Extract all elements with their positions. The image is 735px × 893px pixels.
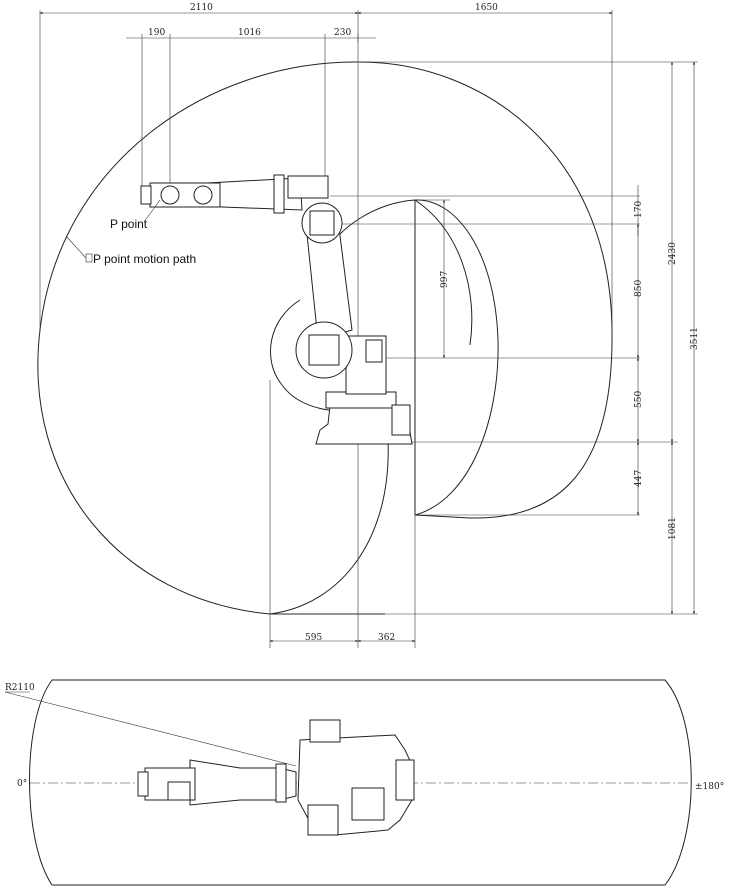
- robot-top-motor: [351, 787, 385, 821]
- angle-right-label: ±180°: [695, 782, 724, 792]
- outer-envelope-arc: [354, 61, 613, 519]
- robot-base-right-block: [391, 404, 411, 436]
- dim-2430-label: 2430: [668, 242, 678, 265]
- robot-top-right-block: [395, 759, 415, 801]
- dim-1081-label: 1081: [668, 517, 678, 540]
- dim-1650-label: 1650: [475, 3, 498, 13]
- inner-envelope-left-loop: [269, 439, 389, 615]
- dim-190-label: 190: [148, 28, 165, 38]
- robot-end-flange: [140, 185, 152, 205]
- robot-upper-arm-flange: [273, 174, 285, 214]
- robot-top-rear-box: [307, 804, 339, 836]
- dim-362-label: 362: [378, 633, 395, 643]
- top-view-envelope: [29, 679, 692, 886]
- robot-top-upper-arm: [189, 759, 297, 806]
- angle-left-label: 0°: [17, 779, 27, 789]
- dim-2110-label: 2110: [190, 3, 213, 13]
- robot-wrist-joint-2: [193, 185, 213, 205]
- robot-wrist-joint: [160, 185, 180, 205]
- dim-3511-label: 3511: [690, 327, 700, 350]
- dim-447-label: 447: [634, 470, 644, 487]
- robot-shoulder-joint-square: [308, 334, 340, 366]
- radius-label: R2110: [5, 683, 35, 693]
- radius-leader: [4, 691, 297, 767]
- inner-envelope-arc: [319, 199, 499, 516]
- robot-elbow-joint-square: [309, 210, 335, 236]
- dim-170-label: 170: [634, 201, 644, 218]
- dim-997-label: 997: [440, 271, 450, 288]
- robot-top-turret-tab: [309, 719, 341, 743]
- dim-1016-label: 1016: [238, 28, 261, 38]
- dim-850-label: 850: [634, 280, 644, 297]
- top-view: R2110 0° ±180°: [4, 679, 724, 886]
- dim-230-label: 230: [334, 28, 351, 38]
- p-path-leader: [65, 235, 87, 259]
- robot-top-end-flange: [137, 771, 149, 797]
- inner-envelope-curve: [414, 199, 473, 346]
- robot-top-silhouette: [137, 719, 415, 836]
- dim-550-label: 550: [634, 391, 644, 408]
- side-view: 2110 1650 190 1016 230 170 850 550 447 9…: [37, 3, 700, 648]
- robot-arm-rear-counter: [287, 175, 329, 199]
- p-path-label: P point motion path: [93, 252, 196, 266]
- p-point-leader: [143, 199, 161, 223]
- robot-top-wrist-box: [167, 781, 191, 801]
- robot-top-arm-flange: [275, 763, 287, 803]
- robot-turret-box: [365, 339, 383, 363]
- p-path-marker: [85, 253, 93, 263]
- p-point-label: P point: [110, 217, 148, 231]
- robot-side-silhouette: [140, 174, 413, 445]
- dim-595-label: 595: [305, 633, 322, 643]
